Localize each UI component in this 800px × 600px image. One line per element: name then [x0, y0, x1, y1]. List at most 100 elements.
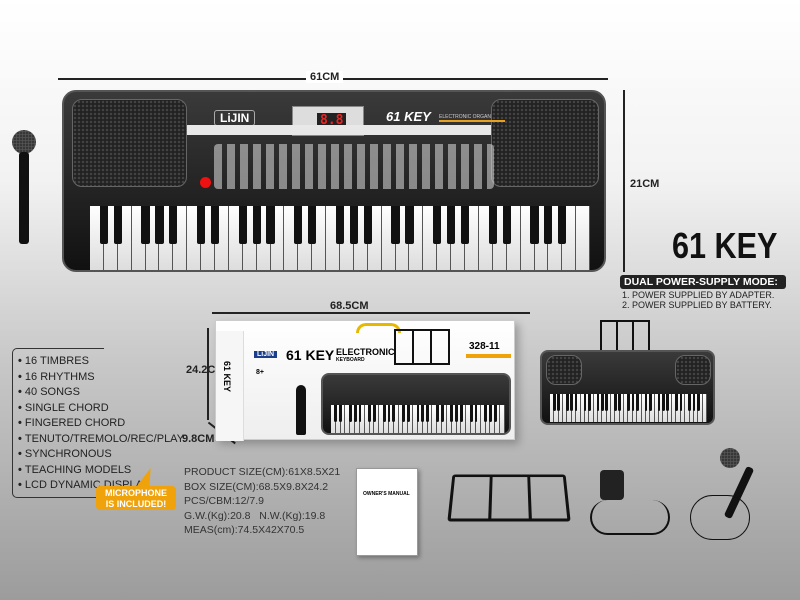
white-key [680, 394, 686, 422]
small-speaker-right [675, 355, 711, 385]
black-key [469, 405, 473, 422]
spec-item: PRODUCT SIZE(CM):61X8.5X21 [184, 466, 341, 478]
black-key[interactable] [308, 206, 317, 245]
black-key [455, 405, 459, 422]
black-key [583, 394, 587, 411]
black-key[interactable] [349, 206, 359, 245]
control-panel [214, 144, 494, 189]
keyboard: LiJIN 8.8 61 KEY ELECTRONIC ORGAN [62, 90, 606, 272]
black-key [566, 394, 569, 411]
black-key [553, 394, 556, 411]
black-key[interactable] [196, 206, 206, 245]
black-key [402, 405, 405, 422]
black-key [489, 405, 492, 422]
white-key [359, 405, 365, 433]
white-key [576, 394, 581, 422]
black-key [421, 405, 425, 422]
black-key [406, 405, 410, 422]
black-key [387, 405, 391, 422]
white-key [393, 405, 399, 433]
black-key[interactable] [266, 206, 275, 245]
callout-line-2: IS INCLUDED! [105, 498, 167, 509]
box-height-arrow [207, 328, 209, 420]
speaker-right [491, 99, 599, 187]
black-key[interactable] [460, 206, 470, 245]
black-key [618, 394, 622, 411]
black-key [696, 394, 700, 411]
box-brand: LiJIN [254, 351, 278, 358]
black-key[interactable] [405, 206, 414, 245]
feature-item: TEACHING MODELS [18, 463, 184, 479]
black-key[interactable] [433, 206, 442, 245]
black-key [596, 394, 600, 411]
white-key [589, 394, 594, 422]
black-key[interactable] [363, 206, 372, 245]
white-key [698, 394, 703, 422]
speaker-left [72, 99, 187, 187]
adapter-cable [590, 500, 670, 535]
black-key[interactable] [544, 206, 553, 245]
black-key[interactable] [335, 206, 345, 245]
box-model-strip [466, 354, 511, 358]
black-key[interactable] [252, 206, 261, 245]
accessory-microphone-head [720, 448, 740, 468]
black-key[interactable] [391, 206, 400, 245]
box-model: 328-11 [469, 341, 500, 352]
white-key [702, 394, 707, 422]
box-age: 8+ [256, 369, 264, 376]
white-key [650, 394, 655, 422]
power-button[interactable] [200, 177, 211, 188]
black-key[interactable] [113, 206, 122, 245]
black-key[interactable] [530, 206, 539, 245]
feature-item: FINGERED CHORD [18, 416, 184, 432]
power-title: DUAL POWER-SUPPLY MODE: [620, 275, 786, 289]
feature-item: SINGLE CHORD [18, 401, 184, 417]
callout-line-1: MICROPHONE [104, 488, 167, 498]
black-key[interactable] [238, 206, 247, 245]
black-key [416, 405, 420, 422]
owners-manual: OWNER'S MANUAL [356, 468, 418, 556]
black-key[interactable] [99, 206, 109, 245]
brand-logo: LiJIN [214, 110, 256, 126]
black-key [348, 405, 352, 422]
black-key [440, 405, 444, 422]
black-key [601, 394, 604, 411]
black-key[interactable] [502, 206, 511, 245]
microphone-handle [19, 152, 29, 244]
black-key[interactable] [155, 206, 164, 245]
black-key[interactable] [558, 206, 567, 245]
black-key[interactable] [141, 206, 150, 245]
black-key [557, 394, 561, 411]
black-key[interactable] [210, 206, 220, 245]
microphone-cable [690, 495, 750, 540]
feature-item: SYNCHRONOUS [18, 447, 184, 463]
black-key [631, 394, 635, 411]
white-key [499, 405, 505, 433]
black-key[interactable] [294, 206, 303, 245]
info-strip [187, 125, 491, 135]
white-key [461, 405, 467, 433]
black-key [373, 405, 376, 422]
black-key [657, 394, 661, 411]
spec-item: PCS/CBM:12/7.9 [184, 495, 264, 507]
box-side [216, 331, 244, 441]
white-key[interactable] [576, 206, 591, 270]
black-key [426, 405, 430, 422]
black-key[interactable] [488, 206, 497, 245]
black-key [368, 405, 372, 422]
piano-keys[interactable] [90, 206, 591, 270]
black-key [692, 394, 696, 411]
white-key [558, 394, 564, 422]
white-key [427, 405, 433, 433]
black-key[interactable] [446, 206, 456, 245]
small-speaker-left [546, 355, 582, 385]
box-keys [331, 405, 505, 433]
box-height-label: 24.2CM [186, 364, 225, 376]
box-side-text: 61 KEY [222, 361, 232, 393]
music-stand [600, 320, 650, 352]
white-key [495, 405, 500, 433]
black-key [382, 405, 386, 422]
black-key[interactable] [169, 206, 178, 245]
black-key [493, 405, 497, 422]
box-width-label: 68.5CM [330, 300, 369, 312]
